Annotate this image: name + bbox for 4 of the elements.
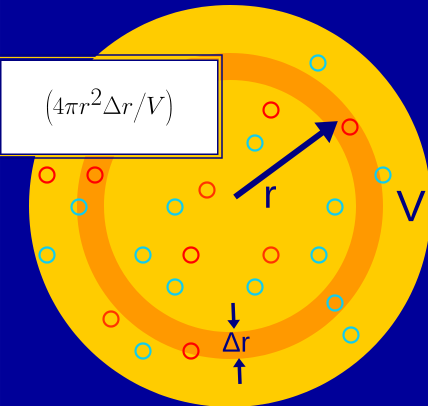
variable-label: V: [396, 190, 426, 222]
formula-box: $\left(4\pi r^{2}\Delta r\middle/V\right)$: [0, 60, 218, 155]
variable-label: r: [266, 186, 276, 208]
variable-label: Δr: [222, 332, 250, 352]
